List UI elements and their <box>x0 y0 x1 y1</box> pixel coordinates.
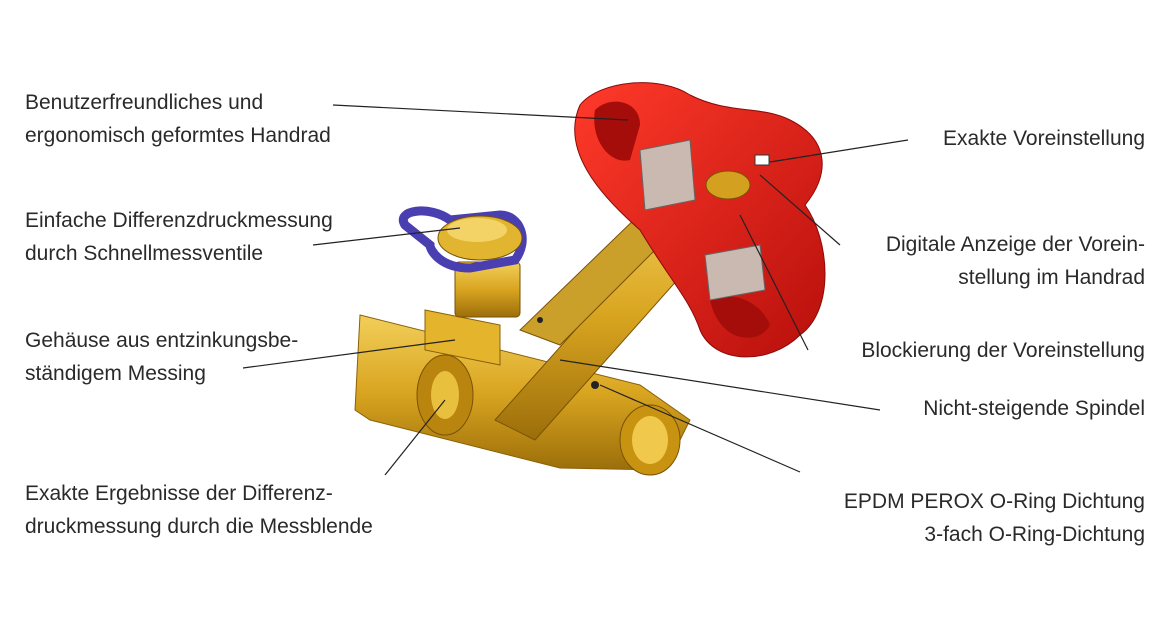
label-line: Blockierung der Voreinstellung <box>861 339 1145 362</box>
label-line: ständigem Messing <box>25 362 206 385</box>
measuring-valve <box>398 206 527 318</box>
label-measuring: Einfache Differenzdruckmessung durch Sch… <box>25 204 333 270</box>
label-oring: EPDM PEROX O-Ring Dichtung 3-fach O-Ring… <box>844 485 1145 551</box>
label-line: Gehäuse aus entzinkungsbe- <box>25 329 299 352</box>
label-line: 3-fach O-Ring-Dichtung <box>924 523 1145 546</box>
leader-spindle <box>559 359 881 411</box>
label-blocking: Blockierung der Voreinstellung <box>861 334 1145 367</box>
leader-orifice <box>384 399 446 476</box>
leader-oring <box>599 384 801 473</box>
label-orifice: Exakte Ergebnisse der Differenz- druckme… <box>25 477 373 543</box>
leader-display <box>759 174 841 246</box>
label-spindle: Nicht-steigende Spindel <box>923 392 1145 425</box>
leader-measuring <box>312 227 461 246</box>
leader-housing <box>242 339 456 369</box>
label-line: stellung im Handrad <box>958 266 1145 289</box>
label-line: Benutzerfreundliches und <box>25 91 264 114</box>
label-housing: Gehäuse aus entzinkungsbe- ständigem Mes… <box>25 324 298 390</box>
label-handwheel: Benutzerfreundliches und ergonomisch gef… <box>25 86 331 152</box>
leader-blocking <box>739 214 809 351</box>
label-presetting: Exakte Voreinstellung <box>943 122 1145 155</box>
label-line: Exakte Voreinstellung <box>943 127 1145 150</box>
leader-presetting <box>769 139 909 163</box>
handwheel <box>574 82 826 358</box>
label-line: Exakte Ergebnisse der Differenz- <box>25 482 333 505</box>
leader-lines <box>242 104 909 476</box>
label-display: Digitale Anzeige der Vorein- stellung im… <box>886 228 1145 294</box>
label-line: EPDM PEROX O-Ring Dichtung <box>843 490 1145 513</box>
label-line: Digitale Anzeige der Vorein- <box>885 233 1145 256</box>
leader-handwheel <box>332 104 629 121</box>
label-line: durch Schnellmessventile <box>25 242 264 265</box>
label-line: Nicht-steigende Spindel <box>923 397 1145 420</box>
label-line: ergonomisch geformtes Handrad <box>25 124 331 147</box>
label-line: druckmessung durch die Messblende <box>25 515 373 538</box>
label-line: Einfache Differenzdruckmessung <box>25 209 333 232</box>
